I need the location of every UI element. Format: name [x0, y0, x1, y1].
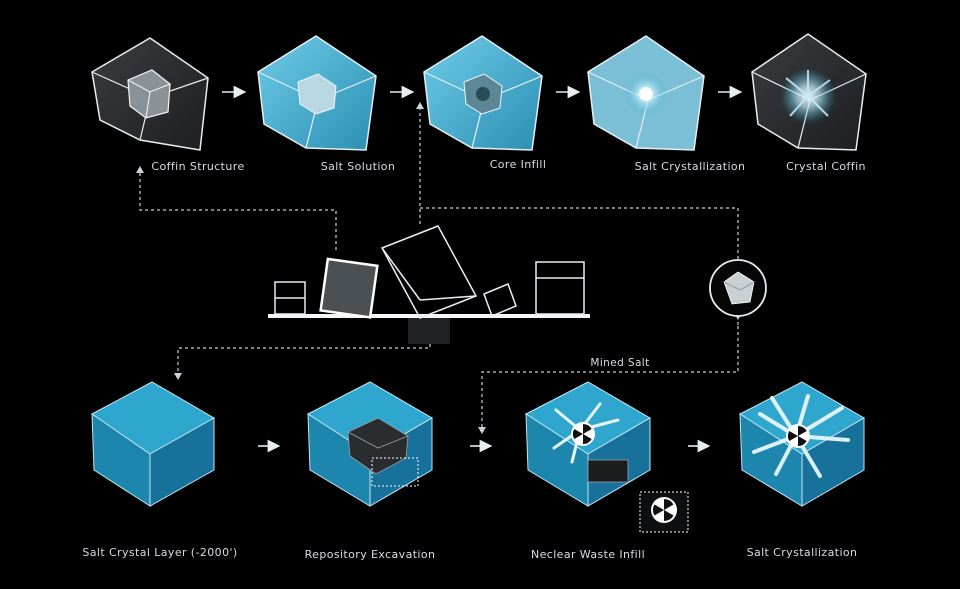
salt-crystallization-bottom-block [739, 381, 865, 507]
crystal-coffin-icon [751, 33, 867, 151]
salt-crystal-sample-icon [709, 259, 767, 317]
radiation-trefoil-icon [572, 423, 592, 445]
dashed-arrowhead-down-left [174, 373, 182, 380]
label-repository-excavation: Repository Excavation [304, 548, 436, 561]
repository-excavation-block [307, 381, 433, 507]
label-salt-solution: Salt Solution [320, 160, 396, 173]
dashed-connectors [139, 108, 739, 428]
nuclear-waste-infill-block [525, 381, 651, 507]
salt-crystallization-top-icon [587, 35, 705, 151]
label-salt-crystal-layer: Salt Crystal Layer (-2000') [82, 546, 238, 559]
label-nuclear-waste-infill: Neclear Waste Infill [530, 548, 646, 561]
coffin-structure-icon [91, 37, 209, 151]
salt-solution-icon [257, 35, 377, 151]
label-core-infill: Core Infill [489, 158, 547, 171]
dashed-arrowhead-up-left [136, 166, 144, 173]
label-crystal-coffin: Crystal Coffin [786, 160, 866, 173]
salt-crystal-layer-block [91, 381, 216, 507]
label-mined-salt: Mined Salt [590, 357, 650, 369]
dashed-arrowhead-down-center [478, 427, 486, 434]
label-salt-crystallization-bottom: Salt Crystallization [746, 546, 858, 559]
label-coffin-structure: Coffin Structure [151, 160, 245, 173]
nuclear-waste-box-icon [639, 491, 689, 533]
dashed-arrowhead-up-center [416, 102, 424, 109]
core-infill-icon [423, 35, 543, 151]
label-salt-crystallization-top: Salt Crystallization [634, 160, 746, 173]
assorted-boxes-on-platform [268, 225, 590, 344]
